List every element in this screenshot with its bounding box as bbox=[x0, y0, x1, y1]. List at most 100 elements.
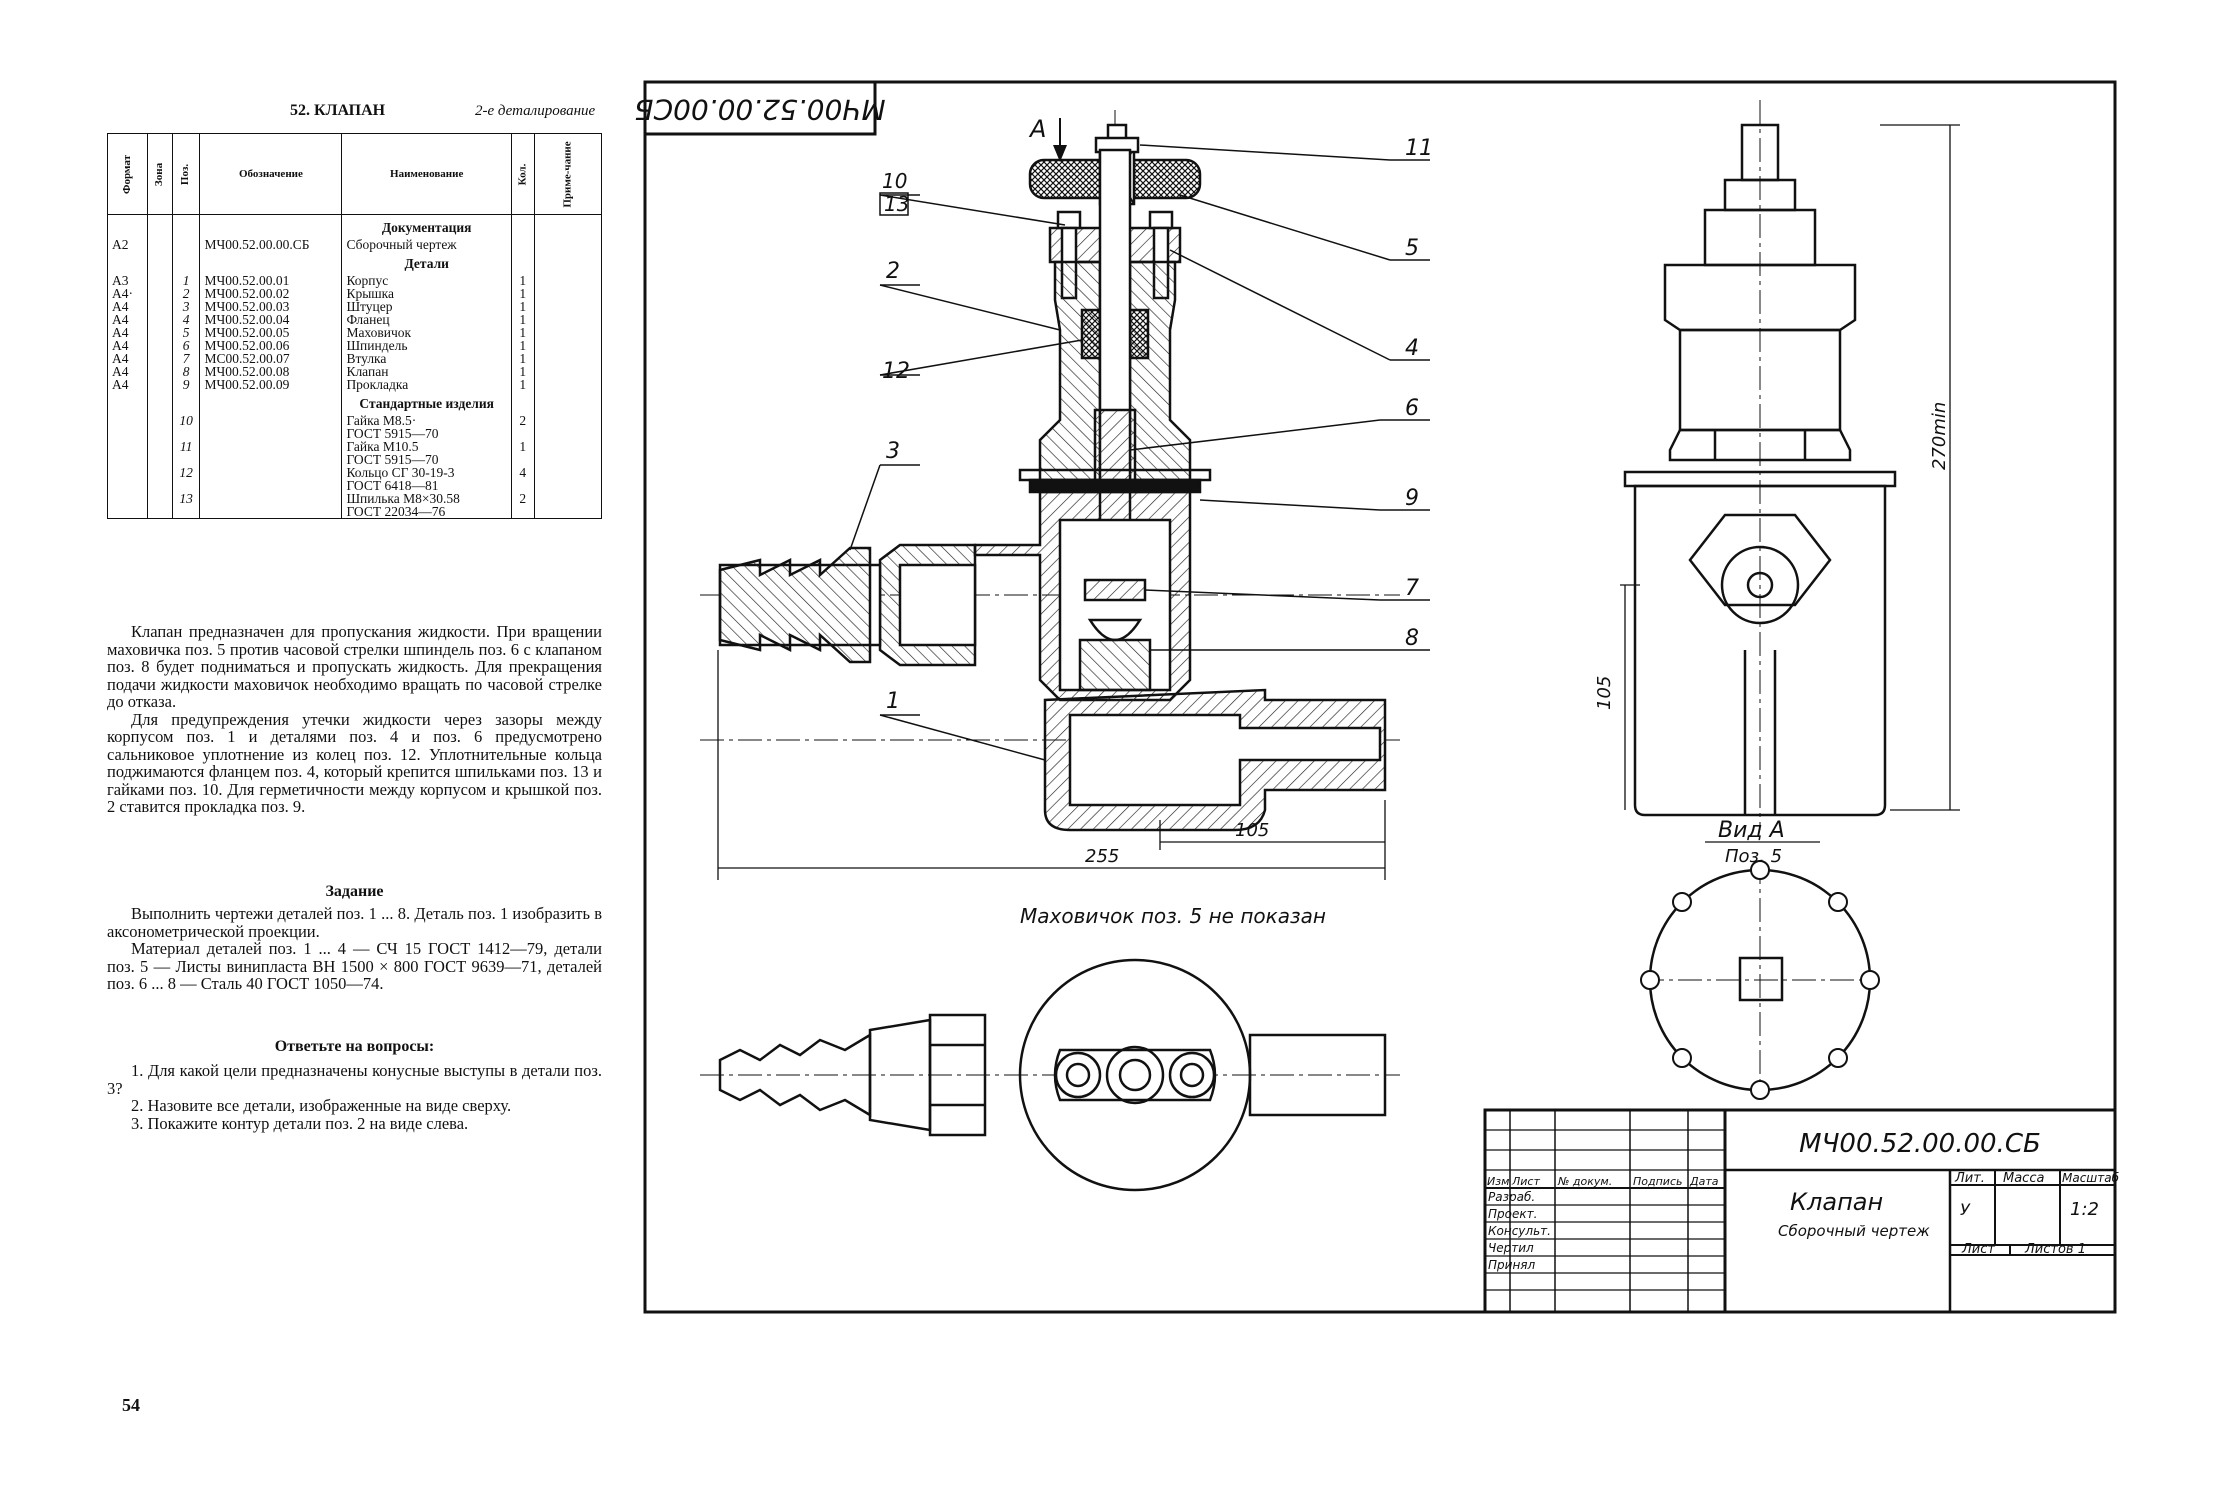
spec-designation: МЧ00.52.00.03 bbox=[199, 300, 343, 313]
spec-format: А4 bbox=[107, 326, 148, 339]
callout-11: 11 bbox=[1405, 136, 1433, 161]
tb-lit: Лит. bbox=[1954, 1171, 1985, 1186]
spec-name-std: ГОСТ 5915—70 bbox=[341, 453, 512, 466]
spec-name: Гайка М8.5· bbox=[341, 414, 512, 427]
tb-doc-type: Сборочный чертеж bbox=[1778, 1222, 1930, 1240]
spec-cell-empty bbox=[533, 391, 603, 414]
spec-format bbox=[107, 466, 148, 479]
dim-105-vertical: 105 bbox=[1594, 676, 1615, 710]
spec-cell-empty bbox=[199, 505, 343, 519]
spec-section-parts: Детали bbox=[107, 251, 603, 274]
question-3: 3. Покажите контур детали поз. 2 на виде… bbox=[131, 1113, 469, 1133]
tb-row-dev: Разраб. bbox=[1488, 1190, 1535, 1204]
title-block-text: МЧ00.52.00.00.СБ Клапан Сборочный чертеж… bbox=[1487, 1129, 2120, 1272]
spec-cell-empty bbox=[533, 427, 603, 440]
tb-row-drew: Чертил bbox=[1488, 1241, 1534, 1255]
front-dimensions bbox=[717, 650, 1386, 880]
spec-designation: МЧ00.52.00.05 bbox=[199, 326, 343, 339]
dim-270-min: 270min bbox=[1929, 402, 1950, 470]
spec-designation: МЧ00.52.00.00.СБ bbox=[199, 238, 343, 251]
callout-13: 13 bbox=[884, 192, 909, 216]
spec-name-std: ГОСТ 5915—70 bbox=[341, 427, 512, 440]
spec-designation bbox=[199, 492, 343, 505]
spec-zone bbox=[146, 313, 173, 326]
spec-format bbox=[107, 492, 148, 505]
spec-name: Фланец bbox=[341, 313, 512, 326]
tb-mass: Масса bbox=[2003, 1171, 2044, 1186]
callout-10: 10 bbox=[882, 169, 907, 193]
spec-zone bbox=[146, 492, 173, 505]
spec-note bbox=[533, 274, 603, 287]
spec-note bbox=[533, 365, 603, 378]
spec-cell-empty bbox=[146, 453, 173, 466]
spec-row-cont: ГОСТ 5915—70 bbox=[107, 427, 603, 440]
spec-note bbox=[533, 378, 603, 391]
front-section-view bbox=[700, 110, 1400, 832]
spec-note bbox=[533, 326, 603, 339]
tb-sheet: Лист bbox=[1961, 1242, 1995, 1257]
spec-cell-empty bbox=[146, 427, 173, 440]
callout-9: 9 bbox=[1405, 486, 1419, 511]
tb-col-list: Лист bbox=[1511, 1175, 1540, 1188]
specification-table: Формат Зона Поз. Обозначение Наименовани… bbox=[107, 133, 603, 519]
spec-section-documentation: Документация bbox=[107, 214, 603, 238]
spec-cell-empty bbox=[199, 427, 343, 440]
spec-cell-empty bbox=[107, 479, 148, 492]
spec-section-title: Стандартные изделия bbox=[341, 391, 512, 414]
spec-name: Шпилька М8×30.58 bbox=[341, 492, 512, 505]
spec-format: А4 bbox=[107, 313, 148, 326]
spec-designation: МЧ00.52.00.09 bbox=[199, 378, 343, 391]
spec-designation: МЧ00.52.00.06 bbox=[199, 339, 343, 352]
tb-designation: МЧ00.52.00.00.СБ bbox=[1799, 1129, 2041, 1159]
col-name: Наименование bbox=[341, 133, 512, 215]
tb-name: Клапан bbox=[1790, 1188, 1883, 1216]
dim-255: 255 bbox=[1085, 846, 1119, 867]
callout-12: 12 bbox=[882, 359, 910, 384]
task-p1: Выполнить чертежи деталей поз. 1 ... 8. … bbox=[107, 904, 602, 941]
spec-zone bbox=[146, 326, 173, 339]
col-zone: Зона bbox=[146, 133, 173, 215]
spec-note bbox=[533, 466, 603, 479]
top-view bbox=[700, 958, 1400, 1192]
col-format: Формат bbox=[107, 133, 148, 215]
spec-cell-empty bbox=[146, 479, 173, 492]
spec-designation bbox=[199, 440, 343, 453]
svg-text:А: А bbox=[1028, 115, 1046, 143]
callouts bbox=[849, 144, 1430, 761]
tb-lit-value: У bbox=[1960, 1200, 1971, 1219]
spec-cell-empty bbox=[107, 214, 148, 238]
callout-3: 3 bbox=[886, 439, 900, 464]
questions: 1. Для какой цели предназначены конусные… bbox=[107, 1062, 602, 1132]
callout-8: 8 bbox=[1405, 626, 1419, 651]
spec-pos: 11 bbox=[171, 440, 201, 453]
tb-sheets: Листов 1 bbox=[2024, 1242, 2086, 1257]
spec-format: А4 bbox=[107, 352, 148, 365]
spec-format: А3 bbox=[107, 274, 148, 287]
description-p1: Клапан предназначен для пропускания жидк… bbox=[107, 622, 602, 711]
side-dimensions bbox=[1620, 124, 1960, 811]
col-designation: Обозначение bbox=[199, 133, 343, 215]
description-p2: Для предупреждения утечки жидкости через… bbox=[107, 709, 602, 816]
spec-cell-empty bbox=[199, 479, 343, 492]
view-a-subtitle: Поз. 5 bbox=[1725, 846, 1782, 867]
spec-note bbox=[533, 352, 603, 365]
spec-name-std: ГОСТ 6418—81 bbox=[341, 479, 512, 492]
spec-row-cont: ГОСТ 6418—81 bbox=[107, 479, 603, 492]
section-title: 2-е деталирование bbox=[475, 103, 596, 119]
tb-col-date: Дата bbox=[1689, 1175, 1719, 1188]
title-block bbox=[1483, 1108, 2117, 1314]
spec-cell-empty bbox=[107, 453, 148, 466]
callout-2: 2 bbox=[886, 259, 900, 284]
spec-zone bbox=[146, 339, 173, 352]
tb-row-cons: Консульт. bbox=[1488, 1224, 1551, 1238]
task-p2: Материал деталей поз. 1 ... 4 — СЧ 15 ГО… bbox=[107, 939, 602, 993]
callout-5: 5 bbox=[1405, 236, 1419, 261]
